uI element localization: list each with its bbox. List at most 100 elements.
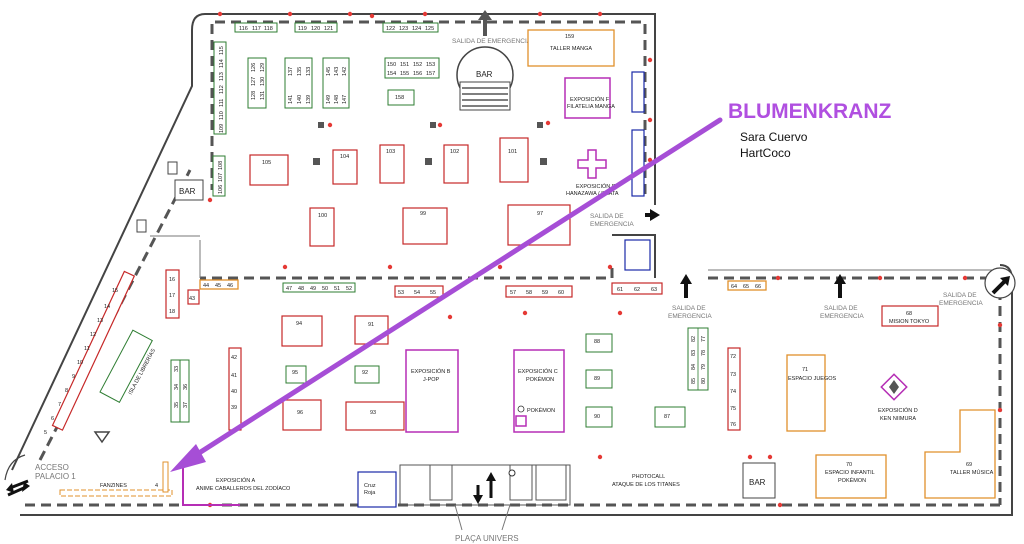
exit-r1-line2: EMERGENCIA — [668, 313, 712, 320]
stand-97: 97 — [537, 211, 543, 217]
stand-9: 9 — [72, 374, 75, 380]
isla-librerias: ISLA DE LIBRERÍAS — [99, 329, 157, 404]
stand-row-116-125: 116 117 118 119 120 121 122 123 124 125 — [234, 22, 439, 33]
bar-bottom-label: BAR — [749, 478, 766, 487]
stand-85: 85 — [691, 378, 697, 384]
taller-manga: 159 TALLER MANGA — [527, 29, 615, 67]
stand-block-133-141: 137 135 133 141 140 139 — [284, 57, 313, 109]
exit-label-mid-2: EMERGENCIA — [590, 221, 634, 228]
juegos-number: 71 — [802, 367, 808, 373]
stand-8: 8 — [65, 388, 68, 394]
stand-50: 50 — [322, 286, 328, 292]
stand-119: 119 — [298, 26, 307, 32]
stand-122: 122 — [386, 26, 395, 32]
stand-100: 100 — [318, 213, 327, 219]
exit-r1-line1: SALIDA DE — [672, 305, 706, 312]
stand-col-109-115: 115 114 113 112 111 110 109 — [213, 41, 227, 135]
stand-55: 55 — [430, 290, 436, 296]
stand-16: 16 — [169, 277, 175, 283]
stand-60: 60 — [558, 290, 564, 296]
stand-154: 154 — [387, 71, 396, 77]
bar-left-label: BAR — [179, 187, 196, 196]
musica-label: TALLER MÚSICA — [950, 469, 994, 476]
stand-96: 96 — [297, 410, 303, 416]
stand-14: 14 — [104, 304, 110, 310]
stand-76: 76 — [730, 422, 736, 428]
stand-107: 107 — [218, 173, 224, 182]
stand-153: 153 — [426, 62, 435, 68]
fanzines-label: FANZINES — [100, 483, 127, 489]
stand-64: 64 — [731, 284, 737, 290]
stand-83: 83 — [691, 350, 697, 356]
expo-a: EXPOSICIÓN A ANIME CABALLEROS DEL ZODÍAC… — [182, 463, 291, 506]
stand-123: 123 — [399, 26, 408, 32]
expo-a-title: EXPOSICIÓN A — [216, 477, 255, 484]
expo-e: EXPOSICIÓN E HANAZAWA / SHATA — [566, 149, 619, 197]
acceso-palacio: ACCESO PALACIO 1 — [4, 454, 76, 497]
artist-line-2: HartCoco — [740, 146, 791, 160]
stand-51: 51 — [334, 286, 340, 292]
stand-42: 42 — [231, 355, 237, 361]
expo-d-subtitle: KEN NIIMURA — [880, 416, 916, 422]
stand-110: 110 — [219, 111, 225, 120]
stand-17: 17 — [169, 293, 175, 299]
photocall: PHOTOCALL ATAQUE DE LOS TITANES — [612, 474, 680, 488]
stands-33-38: 33 34 35 36 37 — [170, 359, 190, 423]
stand-130: 130 — [260, 77, 266, 86]
stand-137: 137 — [288, 67, 294, 76]
stands-77-86: 82 83 84 85 77 78 79 80 — [687, 327, 709, 391]
cruz-roja-line1: Cruz — [364, 483, 376, 489]
stand-block-142-149: 145 143 142 149 148 147 — [322, 57, 350, 109]
stand-47: 47 — [286, 286, 292, 292]
left-stands-16-18: 16 17 18 43 — [165, 269, 200, 319]
exit-label-mid-1: SALIDA DE — [590, 213, 624, 220]
expo-c-title: EXPOSICIÓN C — [518, 368, 558, 375]
stand-145: 145 — [326, 67, 332, 76]
stand-84: 84 — [691, 364, 697, 370]
stand-128: 128 — [251, 91, 257, 100]
building-walls — [11, 13, 1013, 516]
stand-92: 92 — [362, 370, 368, 376]
diagonal-stand-labels: 15 14 13 12 11 10 9 8 7 6 5 — [44, 288, 118, 436]
stand-5: 5 — [44, 430, 47, 436]
plaza-label: PLAÇA UNIVERS — [455, 534, 519, 543]
stand-52: 52 — [346, 286, 352, 292]
stand-40: 40 — [231, 389, 237, 395]
exit-r2-line2: EMERGENCIA — [820, 313, 864, 320]
espacio-juegos: 71 ESPACIO JUEGOS — [786, 354, 837, 432]
stand-54: 54 — [414, 290, 420, 296]
stand-108: 108 — [218, 161, 224, 170]
taller-musica: 69 TALLER MÚSICA — [924, 409, 996, 499]
expo-a-subtitle: ANIME CABALLEROS DEL ZODÍACO — [196, 485, 291, 492]
stand-102: 102 — [450, 149, 459, 155]
expo-f: EXPOSICIÓN F FILATELIA MANGA — [564, 77, 615, 119]
stand-block-126-132: 126 127 128 129 130 131 — [247, 57, 267, 109]
stand-93: 93 — [370, 410, 376, 416]
stand-129: 129 — [260, 63, 266, 72]
stand-139: 139 — [306, 95, 312, 104]
exit-label-top: SALIDA DE EMERGENCIA — [452, 38, 532, 45]
stand-125: 125 — [425, 26, 434, 32]
pokemon-small-label: POKÉMON — [527, 407, 555, 414]
stand-118: 118 — [264, 26, 273, 32]
stand-120: 120 — [311, 26, 320, 32]
photocall-subtitle: ATAQUE DE LOS TITANES — [612, 482, 680, 488]
taller-manga-number: 159 — [565, 34, 574, 40]
stand-11: 11 — [84, 346, 90, 352]
stand-82: 82 — [691, 336, 697, 342]
fanzines-area: FANZINES 4 — [59, 461, 173, 497]
stand-133: 133 — [306, 67, 312, 76]
stand-117: 117 — [252, 26, 261, 32]
artist-name: BLUMENKRANZ — [728, 100, 891, 123]
stand-112: 112 — [219, 85, 225, 94]
stand-99: 99 — [420, 211, 426, 217]
stand-46: 46 — [227, 283, 233, 289]
photocall-title: PHOTOCALL — [632, 474, 665, 480]
info-triangle — [93, 431, 111, 444]
mision-tokyo: 68 MISION TOKYO — [881, 305, 939, 327]
cruz-roja-line2: Roja — [364, 490, 376, 496]
stand-78: 78 — [701, 350, 707, 356]
expo-f-subtitle: FILATELIA MANGA — [567, 104, 615, 110]
taller-manga-label: TALLER MANGA — [550, 46, 592, 52]
